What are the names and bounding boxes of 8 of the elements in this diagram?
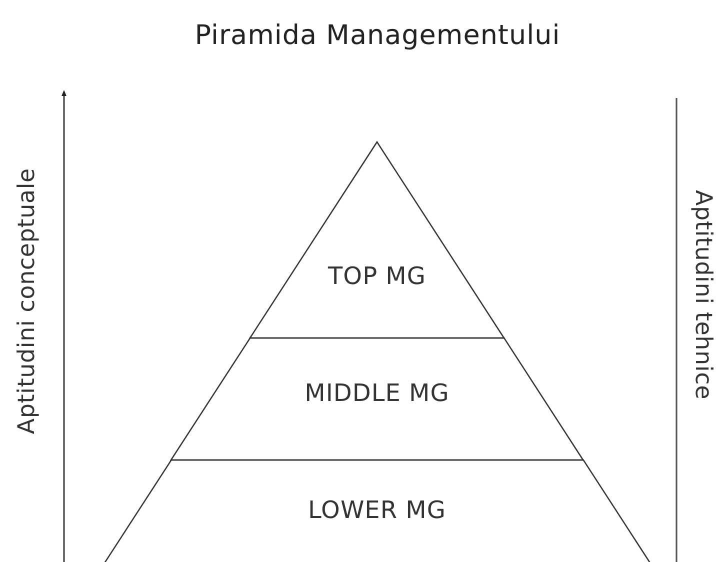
level-label: TOP MG: [327, 262, 427, 290]
level-label: MIDDLE MG: [304, 379, 450, 407]
axis-label: Aptitudini tehnice: [690, 190, 716, 400]
level-label: LOWER MG: [307, 496, 447, 524]
pyramid-level: [250, 142, 504, 338]
diagram-title: Piramida Managementului: [194, 20, 562, 51]
pyramid-level: [170, 338, 584, 460]
axis-label: Aptitudini conceptuale: [14, 168, 40, 434]
